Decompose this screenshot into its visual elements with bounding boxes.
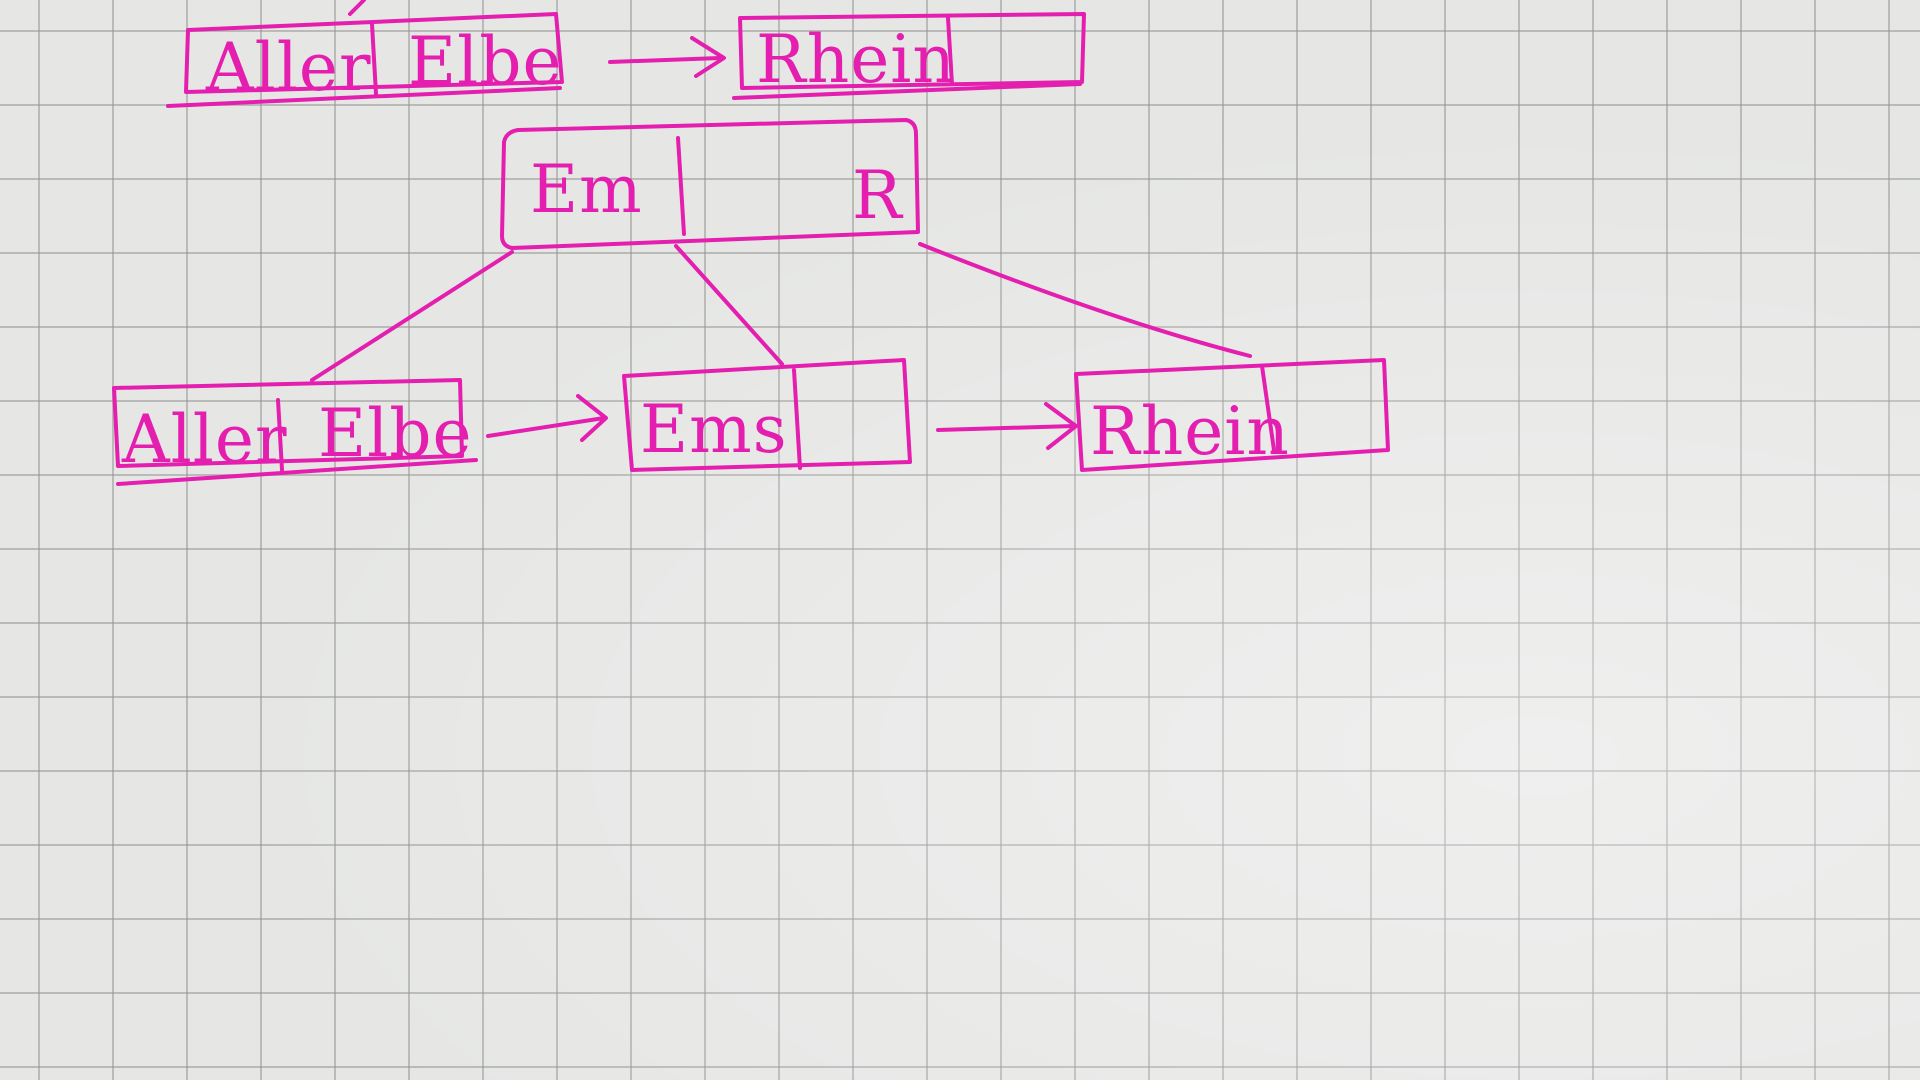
root-node: Em R bbox=[500, 118, 920, 250]
leaf-node-2-key-1: Ems bbox=[640, 391, 788, 468]
root-node-key-1: Em bbox=[530, 151, 643, 228]
leaf-node-2-divider bbox=[792, 368, 802, 470]
leaf-node-3-key-1: Rhein bbox=[1090, 393, 1290, 470]
top-link-arrow bbox=[608, 36, 726, 78]
leaf-node-3-box bbox=[1074, 358, 1390, 472]
top-left-node-underline bbox=[166, 86, 562, 108]
root-node-divider bbox=[676, 136, 686, 236]
top-left-node-up-edge bbox=[348, 0, 366, 16]
top-left-node-box bbox=[184, 12, 564, 94]
leaf-link-arrow-1 bbox=[486, 394, 608, 442]
top-right-node-box bbox=[738, 12, 1086, 90]
edge-root-to-leaf-1 bbox=[310, 250, 514, 382]
leaf-link-arrow-2 bbox=[936, 402, 1078, 450]
leaf-node-1-key-2: Elbe bbox=[318, 395, 473, 472]
leaf-node-1: Aller Elbe bbox=[112, 378, 478, 486]
top-left-node-key-1: Aller bbox=[205, 29, 372, 106]
leaf-node-2-box bbox=[622, 358, 912, 472]
top-right-node-key-1: Rhein bbox=[756, 21, 956, 98]
root-node-box bbox=[500, 118, 920, 250]
leaf-node-3: Rhein bbox=[1074, 358, 1390, 472]
leaf-node-3-divider bbox=[1260, 364, 1276, 452]
top-right-node-underline bbox=[732, 82, 1082, 100]
root-node-key-2: R bbox=[852, 157, 904, 234]
leaf-node-2: Ems bbox=[622, 358, 912, 472]
edge-root-to-leaf-2 bbox=[674, 244, 784, 366]
leaf-node-1-divider bbox=[276, 398, 284, 472]
leaf-node-1-box bbox=[112, 378, 464, 468]
top-left-node-divider bbox=[370, 22, 378, 96]
top-right-node-divider bbox=[946, 16, 954, 86]
leaf-node-1-underline bbox=[116, 458, 478, 486]
top-left-node-key-2: Elbe bbox=[408, 23, 563, 100]
leaf-node-1-key-1: Aller bbox=[121, 401, 288, 478]
edge-root-to-leaf-3 bbox=[918, 242, 1252, 358]
top-right-node: Rhein bbox=[732, 12, 1086, 100]
top-left-node: Aller Elbe bbox=[166, 0, 564, 108]
